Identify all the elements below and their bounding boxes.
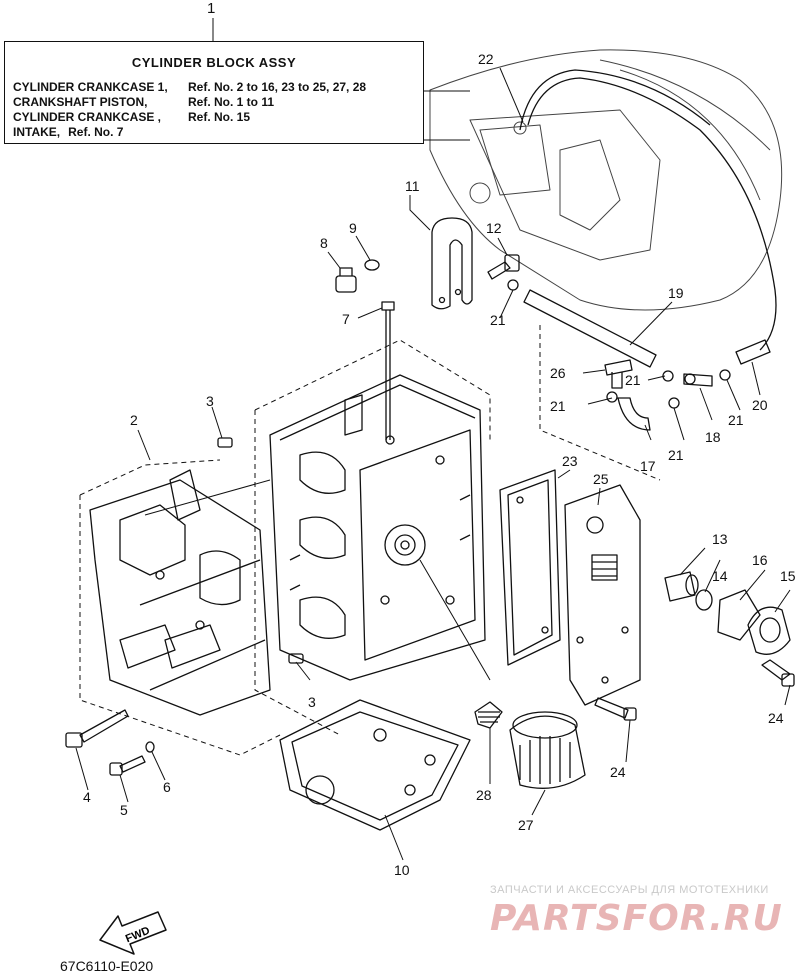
watermark-caption: ЗАПЧАСТИ И АКСЕССУАРЫ ДЛЯ МОТОТЕХНИКИ bbox=[490, 884, 769, 896]
part-21-clamp bbox=[507, 279, 519, 291]
part-21-clamp bbox=[719, 369, 731, 381]
label-27: 27 bbox=[518, 817, 534, 833]
label-4: 4 bbox=[83, 789, 91, 805]
cylinder-block bbox=[269, 374, 486, 681]
part-18-fitting bbox=[683, 373, 713, 387]
label-17: 17 bbox=[640, 458, 656, 474]
group-dashed-outline bbox=[79, 325, 661, 756]
assembly-row-name: INTAKE, bbox=[13, 125, 61, 139]
assembly-row-name: CYLINDER CRANKCASE , bbox=[13, 110, 162, 124]
assembly-row: CYLINDER CRANKCASE , Ref. No. 15 bbox=[5, 110, 423, 125]
label-24: 24 bbox=[768, 710, 784, 726]
label-12: 12 bbox=[486, 220, 502, 236]
assembly-row-refs: Ref. No. 7 bbox=[68, 125, 124, 139]
assembly-title: CYLINDER BLOCK ASSY bbox=[131, 55, 297, 70]
part-26-t-joint bbox=[604, 359, 633, 389]
label-25: 25 bbox=[593, 471, 609, 487]
part-13-thermostat bbox=[664, 571, 699, 602]
part-24-bolt bbox=[761, 659, 795, 687]
assembly-row: CRANKSHAFT PISTON, Ref. No. 1 to 11 bbox=[5, 95, 423, 110]
fwd-arrow-icon bbox=[99, 911, 167, 955]
label-26: 26 bbox=[550, 365, 566, 381]
label-8: 8 bbox=[320, 235, 328, 251]
label-21: 21 bbox=[728, 412, 744, 428]
label-24: 24 bbox=[610, 764, 626, 780]
assembly-row-name: CRANKSHAFT PISTON, bbox=[13, 95, 148, 109]
part-3-dowel bbox=[288, 653, 304, 664]
label-21: 21 bbox=[550, 398, 566, 414]
label-20: 20 bbox=[752, 397, 768, 413]
part-19-hose bbox=[523, 289, 657, 368]
assembly-row: CYLINDER CRANKCASE 1, Ref. No. 2 to 16, … bbox=[5, 80, 423, 95]
label-21: 21 bbox=[625, 372, 641, 388]
part-14-washer bbox=[695, 589, 713, 611]
part-12-bolt bbox=[487, 254, 520, 280]
label-11: 11 bbox=[405, 178, 420, 194]
label-2: 2 bbox=[130, 412, 138, 428]
assembly-title-box: CYLINDER BLOCK ASSY CYLINDER CRANKCASE 1… bbox=[4, 41, 424, 144]
part-16-gasket bbox=[717, 589, 761, 641]
label-9: 9 bbox=[349, 220, 357, 236]
assembly-row-refs: Ref. No. 15 bbox=[188, 110, 251, 124]
part-5-bolt bbox=[109, 755, 146, 776]
label-18: 18 bbox=[705, 429, 721, 445]
assembly-row: INTAKE, Ref. No. 7 bbox=[5, 125, 423, 140]
part-27-oil-filter bbox=[509, 711, 586, 789]
part-3-dowel bbox=[217, 437, 233, 448]
part-labels: 2 3 3 4 5 6 7 8 9 10 11 12 13 14 15 16 1… bbox=[83, 51, 796, 945]
powerhead-outline bbox=[429, 49, 783, 311]
assembly-row-name: CYLINDER CRANKCASE 1, bbox=[13, 80, 168, 94]
label-5: 5 bbox=[120, 802, 128, 818]
fwd-label: FWD bbox=[124, 925, 152, 946]
part-10-gasket bbox=[279, 699, 471, 831]
label-28: 28 bbox=[476, 787, 492, 803]
part-15-cover bbox=[747, 606, 791, 655]
label-10: 10 bbox=[394, 862, 410, 878]
label-22: 22 bbox=[478, 51, 494, 67]
part-25-cover bbox=[564, 484, 641, 706]
label-21: 21 bbox=[490, 312, 506, 328]
part-28-plug bbox=[474, 701, 503, 729]
label-21: 21 bbox=[668, 447, 684, 463]
label-19: 19 bbox=[668, 285, 684, 301]
label-13: 13 bbox=[712, 531, 728, 547]
part-21-clamp bbox=[606, 391, 618, 403]
part-24-bolt bbox=[594, 697, 637, 721]
diagram-code: 67C6110-E020 bbox=[60, 958, 154, 974]
assembly-row-refs: Ref. No. 2 to 16, 23 to 25, 27, 28 bbox=[188, 80, 367, 94]
part-7-pipe bbox=[381, 301, 395, 440]
hose-22 bbox=[519, 69, 777, 351]
label-3: 3 bbox=[206, 393, 214, 409]
label-14: 14 bbox=[712, 568, 728, 584]
part-17-elbow-hose bbox=[617, 397, 651, 431]
leader-lines bbox=[75, 18, 791, 861]
part-4-bolt bbox=[65, 709, 129, 748]
part-2-crankcase bbox=[89, 469, 271, 716]
part-8-plug bbox=[335, 267, 357, 293]
label-7: 7 bbox=[342, 311, 350, 327]
watermark-logo: PARTSFOR.RU bbox=[490, 898, 783, 939]
label-15: 15 bbox=[780, 568, 796, 584]
label-3: 3 bbox=[308, 694, 316, 710]
part-23-gasket bbox=[499, 469, 561, 666]
label-6: 6 bbox=[163, 779, 171, 795]
part-11-bracket bbox=[431, 217, 473, 310]
part-21-clamp bbox=[668, 397, 680, 409]
ref-number-1: 1 bbox=[207, 0, 216, 17]
part-6-washer bbox=[145, 741, 155, 753]
part-9-washer bbox=[364, 259, 380, 271]
label-16: 16 bbox=[752, 552, 768, 568]
part-20-hose bbox=[735, 339, 771, 365]
label-23: 23 bbox=[562, 453, 578, 469]
assembly-row-refs: Ref. No. 1 to 11 bbox=[188, 95, 275, 109]
